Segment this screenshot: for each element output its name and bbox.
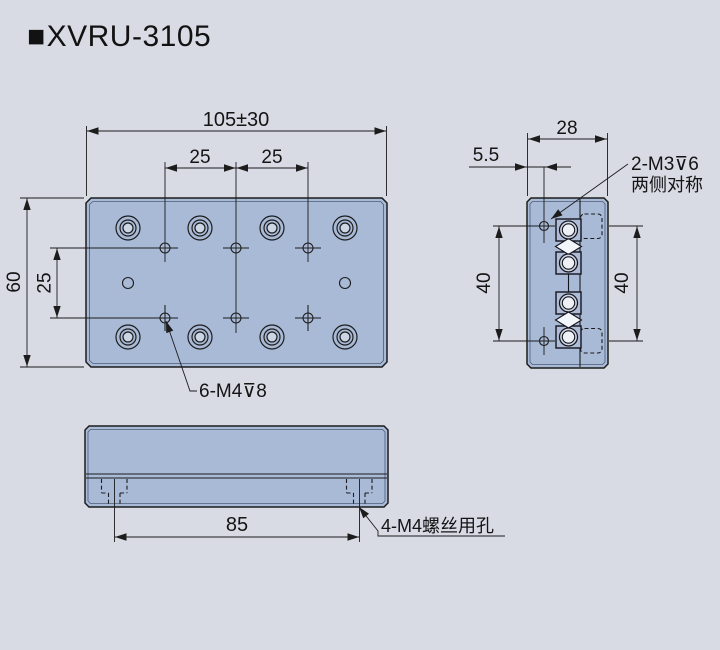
bottom-centerlines <box>114 479 360 542</box>
dim-plate-height-text: 60 <box>4 271 25 292</box>
dim-bottom-pitch: 85 <box>114 514 360 541</box>
hidden-screw-top <box>579 213 603 240</box>
dim-side-pitch-left-text: 40 <box>474 272 495 293</box>
side-view: 28 5.5 40 40 <box>469 118 703 369</box>
dim-top-width-text: 105±30 <box>203 109 270 131</box>
top-view-plate <box>85 197 388 368</box>
dim-hole-offset: 5.5 <box>469 145 571 171</box>
label-tapped-holes: 6-M4⊽8 <box>162 319 267 402</box>
label-screw-holes: 4-M4螺丝用孔 <box>356 504 505 537</box>
counterbore-holes <box>115 215 358 350</box>
locating-holes <box>121 276 352 290</box>
bottom-view-bevel <box>87 429 386 504</box>
centerlines <box>50 162 309 333</box>
top-view: 105±30 25 25 60 <box>4 109 388 402</box>
dim-row-pitch: 25 <box>35 248 61 318</box>
dim-plate-height: 60 <box>4 197 84 368</box>
dim-pitch-right-text: 25 <box>261 147 282 168</box>
dim-side-depth-text: 28 <box>556 118 577 139</box>
label-tapped-holes-text: 6-M4⊽8 <box>199 381 267 402</box>
hidden-screw-hole-left <box>100 479 128 505</box>
dim-side-depth: 28 <box>527 118 608 196</box>
page-title: ■ XVRU-3105 <box>27 20 211 54</box>
title-text: XVRU-3105 <box>46 20 212 53</box>
label-screw-holes-text: 4-M4螺丝用孔 <box>381 516 494 536</box>
dim-side-pitch-right-text: 40 <box>612 272 633 293</box>
label-side-holes-line1: 2-M3⊽6 <box>631 154 699 175</box>
title-bullet-icon: ■ <box>27 20 46 53</box>
label-side-holes-line2: 两侧对称 <box>631 175 703 195</box>
dim-row-pitch-text: 25 <box>35 272 56 293</box>
dim-pitch-left-text: 25 <box>189 147 210 168</box>
dim-top-width: 105±30 <box>86 109 387 196</box>
dim-hole-pitch: 25 25 <box>165 147 308 172</box>
bottom-view: 85 4-M4螺丝用孔 <box>84 425 505 542</box>
label-side-holes: 2-M3⊽6 两侧对称 <box>548 154 703 223</box>
hidden-screw-hole-right <box>345 479 373 505</box>
hidden-screw-bottom <box>579 327 603 354</box>
dim-bottom-pitch-text: 85 <box>226 514 248 536</box>
clamp-screws <box>554 218 583 349</box>
dim-hole-offset-text: 5.5 <box>473 145 499 166</box>
dim-side-pitch-left: 40 <box>474 226 503 341</box>
top-view-plate-bevel <box>89 201 384 364</box>
side-view-bevel <box>529 201 606 365</box>
side-holes-m3 <box>493 167 643 355</box>
bottom-view-body <box>84 425 389 508</box>
dim-side-pitch-right: 40 <box>612 226 641 341</box>
side-view-body <box>526 197 609 369</box>
